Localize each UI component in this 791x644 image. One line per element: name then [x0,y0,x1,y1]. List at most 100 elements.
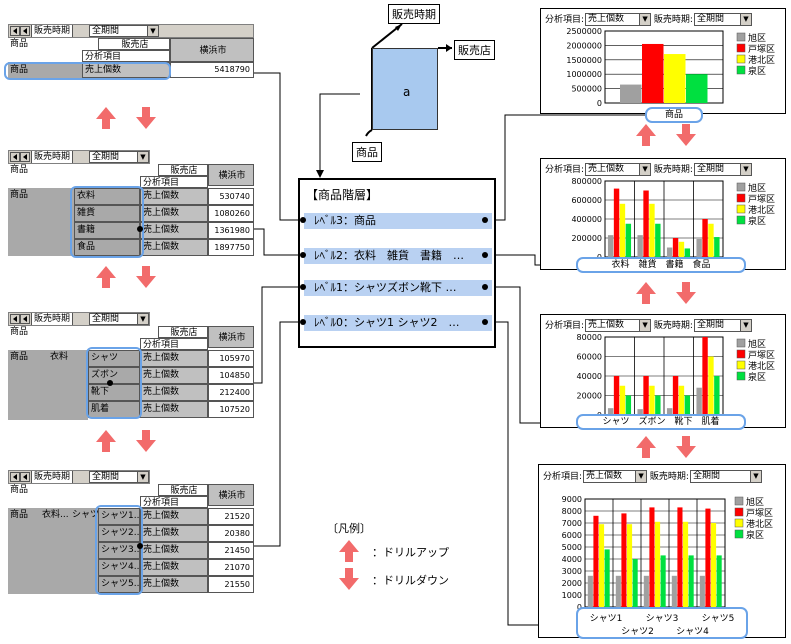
scroll-right-button[interactable] [20,314,30,324]
period-label: 販売時期: [653,165,693,175]
y-tick-label: 400000 [571,215,602,224]
bar [705,508,711,607]
analysis-select[interactable]: 売上個数▼ [585,13,652,26]
y-tick-label: 800000 [571,177,602,186]
measure-cell: 売上個数 [140,401,208,418]
scroll-left-button[interactable] [10,472,20,482]
bar [625,223,632,257]
legend-label: 戸塚区 [748,44,775,55]
row-item[interactable]: シャツ1... [98,508,140,525]
scroll-right-button[interactable] [20,152,30,162]
bar [684,395,691,415]
legend-label: 旭区 [748,338,766,350]
period-select[interactable]: 全期間▼ [693,319,752,332]
column-header[interactable]: 販売店 [158,326,208,338]
bar [615,575,621,607]
row-header[interactable]: 商品 [8,484,72,496]
level2-cell[interactable]: 衣料... [40,508,70,594]
analysis-item-header[interactable]: 分析項目 [140,176,208,188]
row-header[interactable]: 商品 [8,164,72,176]
pivot-toolbar: 販売時期 全期間 ▼ [8,312,150,326]
row-item[interactable]: シャツ4... [98,559,140,576]
row-item[interactable]: シャツ5... [98,576,140,593]
chart-category-box: シャツ1 シャツ3 シャツ5 シャツ2 シャツ4 [576,607,748,639]
level1-cell[interactable]: 商品 [8,508,40,594]
period-select[interactable]: 全期間 ▼ [89,25,159,37]
row-header[interactable]: 商品 [8,326,72,338]
value-cell: 21070 [208,559,254,576]
bar [620,84,642,103]
bar-chart: 020000400006000080000旭区戸塚区港北区泉区 [577,333,775,420]
period-select[interactable]: 全期間 ▼ [89,151,149,163]
period-select[interactable]: 全期間▼ [693,13,752,26]
connector-dot [137,226,143,232]
measure-cell: 売上個数 [140,525,208,542]
row-item[interactable]: 商品 [8,62,82,78]
level1-cell[interactable]: 商品 [8,350,48,420]
analysis-item-header[interactable]: 分析項目 [82,50,170,62]
dropdown-arrow-icon: ▼ [137,152,148,162]
analysis-item-header[interactable]: 分析項目 [140,338,208,350]
column-header[interactable]: 販売店 [158,484,208,496]
period-label: 販売時期: [653,321,693,331]
scroll-left-button[interactable] [10,314,20,324]
dropdown-arrow-icon: ▼ [137,472,148,482]
bar [684,248,691,257]
bar [672,376,679,415]
axis-period-label: 販売時期 [388,4,440,24]
value-cell: 21450 [208,542,254,559]
period-select[interactable]: 全期間 ▼ [89,471,149,483]
column-header[interactable]: 販売店 [158,164,208,176]
period-label: 販売時期: [653,15,693,25]
y-tick-label: 2000000 [566,41,602,50]
bar [604,549,610,607]
level1-cell[interactable]: 商品 [8,188,74,256]
connector-dot [482,319,488,325]
category-label: シャツ1 [589,614,623,624]
dropdown-arrow-icon: ▼ [639,14,651,25]
legend-swatch [734,518,744,528]
measure-cell: 売上個数 [140,367,208,384]
y-tick-label: 2500000 [566,27,602,36]
analysis-item-header[interactable]: 分析項目 [140,496,208,508]
analysis-label: 分析項目: [545,15,585,25]
row-item[interactable]: 衣料 [74,188,140,205]
value-cell: 104850 [208,367,254,384]
analysis-select[interactable]: 売上個数▼ [585,319,652,332]
bar [664,54,686,103]
row-item[interactable]: 靴下 [88,384,140,401]
row-header[interactable]: 商品 [8,38,72,50]
value-cell: 1080260 [208,205,254,222]
period-select-value: 全期間 [92,314,120,324]
column-header[interactable]: 販売店 [98,38,170,50]
scroll-right-button[interactable] [20,472,30,482]
row-item[interactable]: 雑貨 [74,205,140,222]
scroll-left-button[interactable] [10,152,20,162]
bar [643,376,649,415]
connector-dot [107,380,113,386]
measure-cell: 売上個数 [140,508,208,525]
row-item[interactable]: シャツ2... [98,525,140,542]
row-item[interactable]: 食品 [74,239,140,256]
hierarchy-title: 【商品階層】 [306,188,379,202]
bar [619,385,626,415]
data-cube: a [372,48,438,130]
chart-controls: 分析項目:売上個数▼ 販売時期:全期間▼ [545,12,752,26]
period-select[interactable]: 全期間▼ [693,163,752,176]
period-select-value: 全期間 [696,14,724,24]
bar [649,385,655,415]
scroll-right-button[interactable] [20,26,30,36]
category-label: シャツ4 [676,627,709,637]
period-select[interactable]: 全期間 ▼ [89,313,149,325]
bar [678,241,685,257]
period-filter-label: 販売時期 [31,313,74,325]
legend-title: 〔凡例〕 [327,522,371,535]
level2-cell[interactable]: 衣料 [48,350,88,420]
level3-cell[interactable]: シャツ [70,508,98,594]
row-item[interactable]: シャツ3... [98,542,140,559]
scroll-left-button[interactable] [10,26,20,36]
bar [649,507,655,607]
analysis-select[interactable]: 売上個数▼ [583,470,648,483]
y-tick-label: 60000 [577,353,602,362]
period-select[interactable]: 全期間▼ [689,470,762,483]
